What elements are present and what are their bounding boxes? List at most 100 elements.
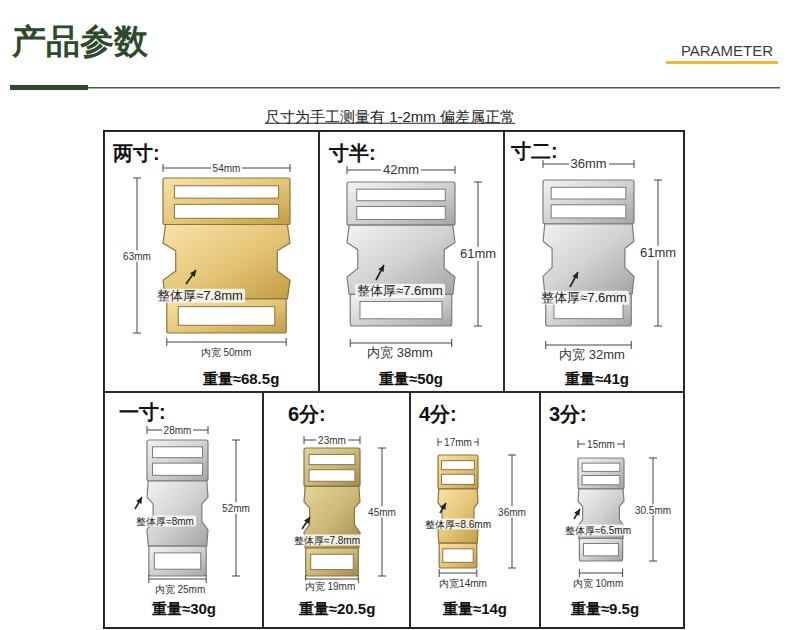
- dimension-tick: [455, 166, 456, 174]
- buckle-slot: [174, 186, 278, 198]
- pointer-arrowhead: [304, 517, 310, 524]
- buckle-top-loop: [347, 182, 455, 225]
- weight-label: 重量≈68.5g: [203, 370, 280, 387]
- weight-label: 重量≈9.5g: [571, 600, 639, 617]
- inner-width-label: 内宽 19mm: [303, 581, 358, 592]
- thickness-label: 整体厚≈7.6mm: [355, 284, 445, 298]
- dimension-tick: [578, 440, 579, 448]
- dimension-tick: [474, 182, 482, 183]
- thickness-label: 整体厚≈8.6mm: [423, 519, 493, 530]
- dimension-line: [350, 343, 452, 344]
- buckle-top-loop: [163, 178, 290, 225]
- buckle-bottom-loop: [149, 546, 206, 576]
- buckle-body: [543, 224, 634, 294]
- dimension-tick: [508, 455, 516, 456]
- buckle-bottom-loop: [350, 294, 452, 326]
- dimension-tick: [350, 339, 351, 347]
- section-subtitle: PARAMETER: [681, 43, 773, 60]
- dimension-tick: [378, 576, 386, 577]
- buckle-body: [438, 489, 478, 543]
- weight-label: 重量≈41g: [565, 370, 629, 387]
- buckle: [578, 458, 624, 561]
- pointer-arrowhead: [136, 497, 142, 504]
- buckle-body: [163, 225, 290, 299]
- width-dimension: 28mm: [162, 425, 194, 436]
- dimension-line: [149, 579, 206, 580]
- buckle-slot: [309, 454, 355, 464]
- buckle-slot: [154, 553, 200, 569]
- buckle-slot: [360, 302, 442, 319]
- dimension-tick: [286, 338, 287, 346]
- buckle-slot: [174, 204, 278, 218]
- inner-width-label: 内宽 50mm: [199, 347, 254, 358]
- width-dimension: 36mm: [568, 157, 608, 171]
- dimension-line: [439, 573, 477, 574]
- pointer-arrowhead: [378, 265, 384, 272]
- dimension-tick: [438, 438, 439, 446]
- dimension-tick: [476, 569, 477, 577]
- pointer-arrowhead: [190, 270, 196, 277]
- pointer-arrow: [440, 503, 446, 513]
- buckle-bottom-loop: [306, 548, 359, 576]
- buckle-slot: [442, 474, 475, 484]
- buckle-slot: [357, 206, 446, 219]
- dimension-tick: [148, 575, 149, 583]
- weight-label: 重量≈14g: [443, 600, 507, 617]
- dimension-line: [167, 342, 286, 343]
- size-heading: 3分:: [549, 403, 587, 426]
- height-dimension: 52mm: [220, 503, 252, 514]
- pointer-arrow: [135, 497, 142, 509]
- dimension-tick: [133, 333, 141, 334]
- header-accent: [10, 85, 88, 90]
- size-heading: 4分:: [419, 403, 457, 426]
- dimension-tick: [508, 568, 516, 569]
- buckle-slot: [442, 461, 475, 470]
- pointer-arrowhead: [574, 509, 580, 516]
- dimension-tick: [347, 166, 348, 174]
- pointer-arrowhead: [572, 272, 578, 279]
- dimension-tick: [654, 180, 662, 181]
- buckle-slot: [357, 189, 446, 201]
- height-dimension: 36mm: [496, 506, 528, 517]
- inner-width-label: 内宽 25mm: [153, 584, 208, 595]
- buckle-slot: [443, 549, 473, 563]
- dimension-tick: [304, 436, 305, 444]
- buckle: [163, 178, 290, 333]
- buckle-top-loop: [147, 440, 208, 481]
- dimension-line: [546, 345, 632, 346]
- dimension-tick: [545, 341, 546, 349]
- buckle: [304, 448, 360, 576]
- dimension-tick: [378, 448, 386, 449]
- height-dimension: 45mm: [366, 507, 398, 518]
- height-dimension: 61mm: [638, 246, 678, 260]
- dimension-line: [306, 579, 359, 580]
- buckle-slot: [582, 476, 620, 485]
- dimension-line: [579, 573, 622, 574]
- dimension-tick: [649, 561, 657, 562]
- dimension-tick: [358, 575, 359, 583]
- buckle-body: [147, 481, 208, 546]
- thickness-label: 整体厚≈7.8mm: [155, 289, 245, 303]
- parameter-underline: [666, 61, 778, 64]
- dimension-tick: [439, 569, 440, 577]
- buckle-top-loop: [543, 180, 634, 224]
- dimension-tick: [166, 338, 167, 346]
- buckle-top-loop: [438, 455, 478, 489]
- pointer-arrow: [376, 265, 384, 280]
- buckle: [438, 455, 478, 568]
- thickness-label: 整体厚≈7.6mm: [539, 291, 629, 305]
- buckle-slot: [584, 543, 619, 555]
- buckle-bottom-loop: [579, 538, 622, 561]
- buckle-slot: [152, 447, 202, 458]
- buckle-slot: [551, 187, 626, 199]
- table-frame: [104, 131, 684, 628]
- width-dimension: 42mm: [381, 163, 421, 177]
- buckle-slot: [152, 463, 202, 475]
- pointer-arrow: [574, 509, 580, 519]
- pointer-arrowhead: [440, 503, 446, 510]
- width-dimension: 15mm: [585, 439, 617, 450]
- pointer-arrow: [570, 272, 578, 287]
- buckle-slot: [311, 554, 354, 569]
- size-heading: 6分:: [288, 403, 326, 426]
